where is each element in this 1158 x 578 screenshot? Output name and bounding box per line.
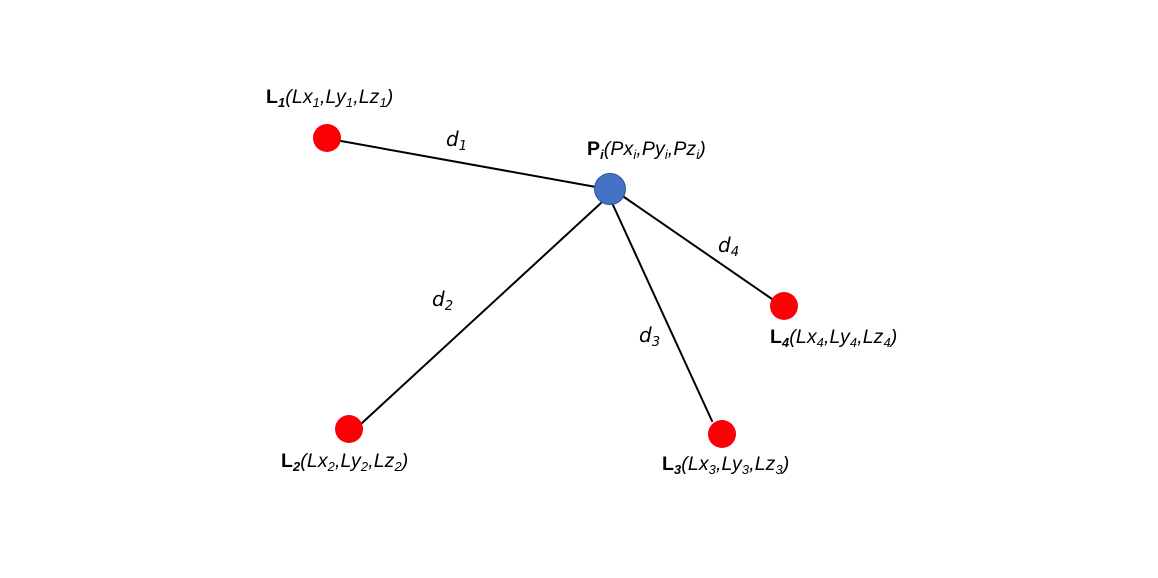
edge-d1 [340,140,597,188]
node-l2[interactable] [335,415,363,443]
node-l4[interactable] [770,292,798,320]
edge-d2-label: d2 [432,287,454,314]
node-l4-label: L4(Lx4,Ly4,Lz4) [770,326,898,350]
node-l3[interactable] [708,420,736,448]
node-pi-label: Pi(Pxi,Pyi,Pzi) [587,138,706,162]
edge-d1-label: d1 [446,127,468,154]
node-l3-label: L3(Lx3,Ly3,Lz3) [662,453,790,477]
node-l2-label: L2(Lx2,Ly2,Lz2) [281,450,409,474]
node-l1-label: L1(Lx1,Ly1,Lz1) [266,86,394,110]
node-l1[interactable] [313,124,341,152]
edge-d4-label: d4 [718,233,740,260]
node-pi[interactable] [594,173,626,205]
edge-d3-label: d3 [639,323,661,350]
edge-d3 [612,204,713,422]
edge-d2 [361,202,602,424]
edge-d4 [623,196,773,300]
